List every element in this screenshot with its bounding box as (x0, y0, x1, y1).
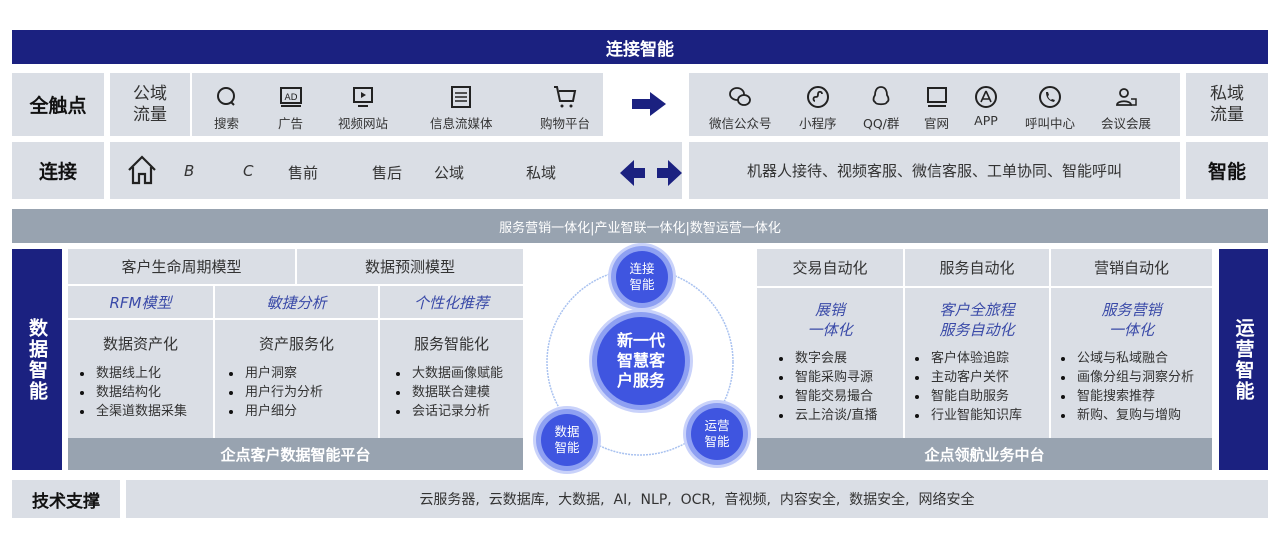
data-column: 服务智能化大数据画像赋能数据联合建模会话记录分析 (380, 320, 523, 438)
connect-items: B C 售前 售后 公域 私域 (110, 142, 682, 199)
svg-text:AD: AD (284, 93, 297, 103)
center-ring (546, 268, 734, 456)
channel-app[interactable]: APP (974, 85, 998, 128)
data-intel-side: 数据智能 (12, 249, 62, 470)
feed-icon (451, 86, 472, 108)
feature-agile: 敏捷分析 (215, 286, 378, 318)
smart-label: 智能 (1186, 142, 1268, 199)
video-icon (353, 87, 373, 107)
cart-icon (554, 86, 577, 108)
home-icon (128, 155, 156, 185)
model-prediction: 数据预测模型 (297, 249, 523, 284)
channel-feed[interactable]: 信息流媒体 (430, 85, 493, 132)
connect-item-presale: 售前 (288, 164, 319, 182)
ops-column: 展销 一体化数字会展智能采购寻源智能交易撮合云上洽谈/直播 (757, 288, 903, 438)
ops-head: 服务自动化 (905, 249, 1049, 286)
double-arrow-icon (620, 160, 682, 186)
app-icon (975, 86, 997, 108)
model-lifecycle: 客户生命周期模型 (68, 249, 295, 284)
channel-website[interactable]: 官网 (924, 85, 949, 132)
public-traffic-label: 公域流量 (110, 73, 190, 136)
ops-column: 客户全旅程 服务自动化客户体验追踪主动客户关怀智能自助服务行业智能知识库 (905, 288, 1049, 438)
connect-item-public: 公域 (434, 164, 465, 182)
data-platform-bar: 企点客户数据智能平台 (68, 438, 523, 470)
tech-text: 云服务器, 云数据库, 大数据, AI, NLP, OCR, 音视频, 内容安全… (126, 480, 1268, 518)
data-column: 资产服务化用户洞察用户行为分析用户细分 (215, 320, 378, 438)
connect-item-b: B (184, 162, 195, 180)
channel-shopping[interactable]: 购物平台 (540, 85, 590, 132)
channel-qq[interactable]: QQ/群 (863, 85, 899, 132)
center-connect: 连接智能 (616, 251, 668, 303)
ops-head: 营销自动化 (1051, 249, 1212, 286)
title-bar: 连接智能 (12, 30, 1268, 64)
search-icon (216, 87, 235, 106)
phone-icon (1039, 86, 1061, 108)
feature-recommend: 个性化推荐 (380, 286, 523, 318)
channel-meeting[interactable]: 会议会展 (1101, 85, 1151, 132)
connect-label: 连接 (12, 142, 104, 199)
arrow-right-icon (632, 92, 666, 116)
wechat-icon (729, 87, 752, 106)
connect-item-c: C (243, 162, 254, 180)
center-data: 数据智能 (541, 414, 593, 466)
qq-icon (872, 86, 890, 106)
channel-search[interactable]: 搜索 (214, 85, 239, 132)
miniprogram-icon (806, 86, 829, 108)
feature-rfm: RFM模型 (68, 286, 213, 318)
channel-miniprogram[interactable]: 小程序 (799, 85, 837, 132)
ops-intel-side: 运营智能 (1219, 249, 1268, 470)
data-column: 数据资产化数据线上化数据结构化全渠道数据采集 (68, 320, 213, 438)
ad-icon: AD (279, 87, 302, 107)
connect-item-aftersale: 售后 (372, 164, 403, 182)
private-traffic-label: 私域流量 (1186, 73, 1268, 136)
meeting-icon (1116, 88, 1137, 106)
center-core: 新一代智慧客户服务 (597, 317, 685, 405)
ops-head: 交易自动化 (757, 249, 903, 286)
integration-band: 服务营销一体化|产业智联一体化|数智运营一体化 (12, 209, 1268, 243)
center-ops: 运营智能 (691, 408, 743, 460)
monitor-icon (926, 87, 947, 107)
connect-item-private: 私域 (526, 164, 557, 182)
tech-label: 技术支撑 (12, 480, 120, 518)
channel-callcenter[interactable]: 呼叫中心 (1025, 85, 1075, 132)
ops-platform-bar: 企点领航业务中台 (757, 438, 1212, 470)
ops-column: 服务营销 一体化公域与私域融合画像分组与洞察分析智能搜索推荐新购、复购与增购 (1051, 288, 1212, 438)
private-channels: 微信公众号 小程序 QQ/群 官网 APP 呼叫中心 会议会展 (689, 73, 1180, 136)
channel-video[interactable]: 视频网站 (338, 85, 388, 132)
channel-wechat[interactable]: 微信公众号 (709, 85, 772, 132)
smart-service-text: 机器人接待、视频客服、微信客服、工单协同、智能呼叫 (689, 142, 1180, 199)
touch-label: 全触点 (12, 73, 104, 136)
